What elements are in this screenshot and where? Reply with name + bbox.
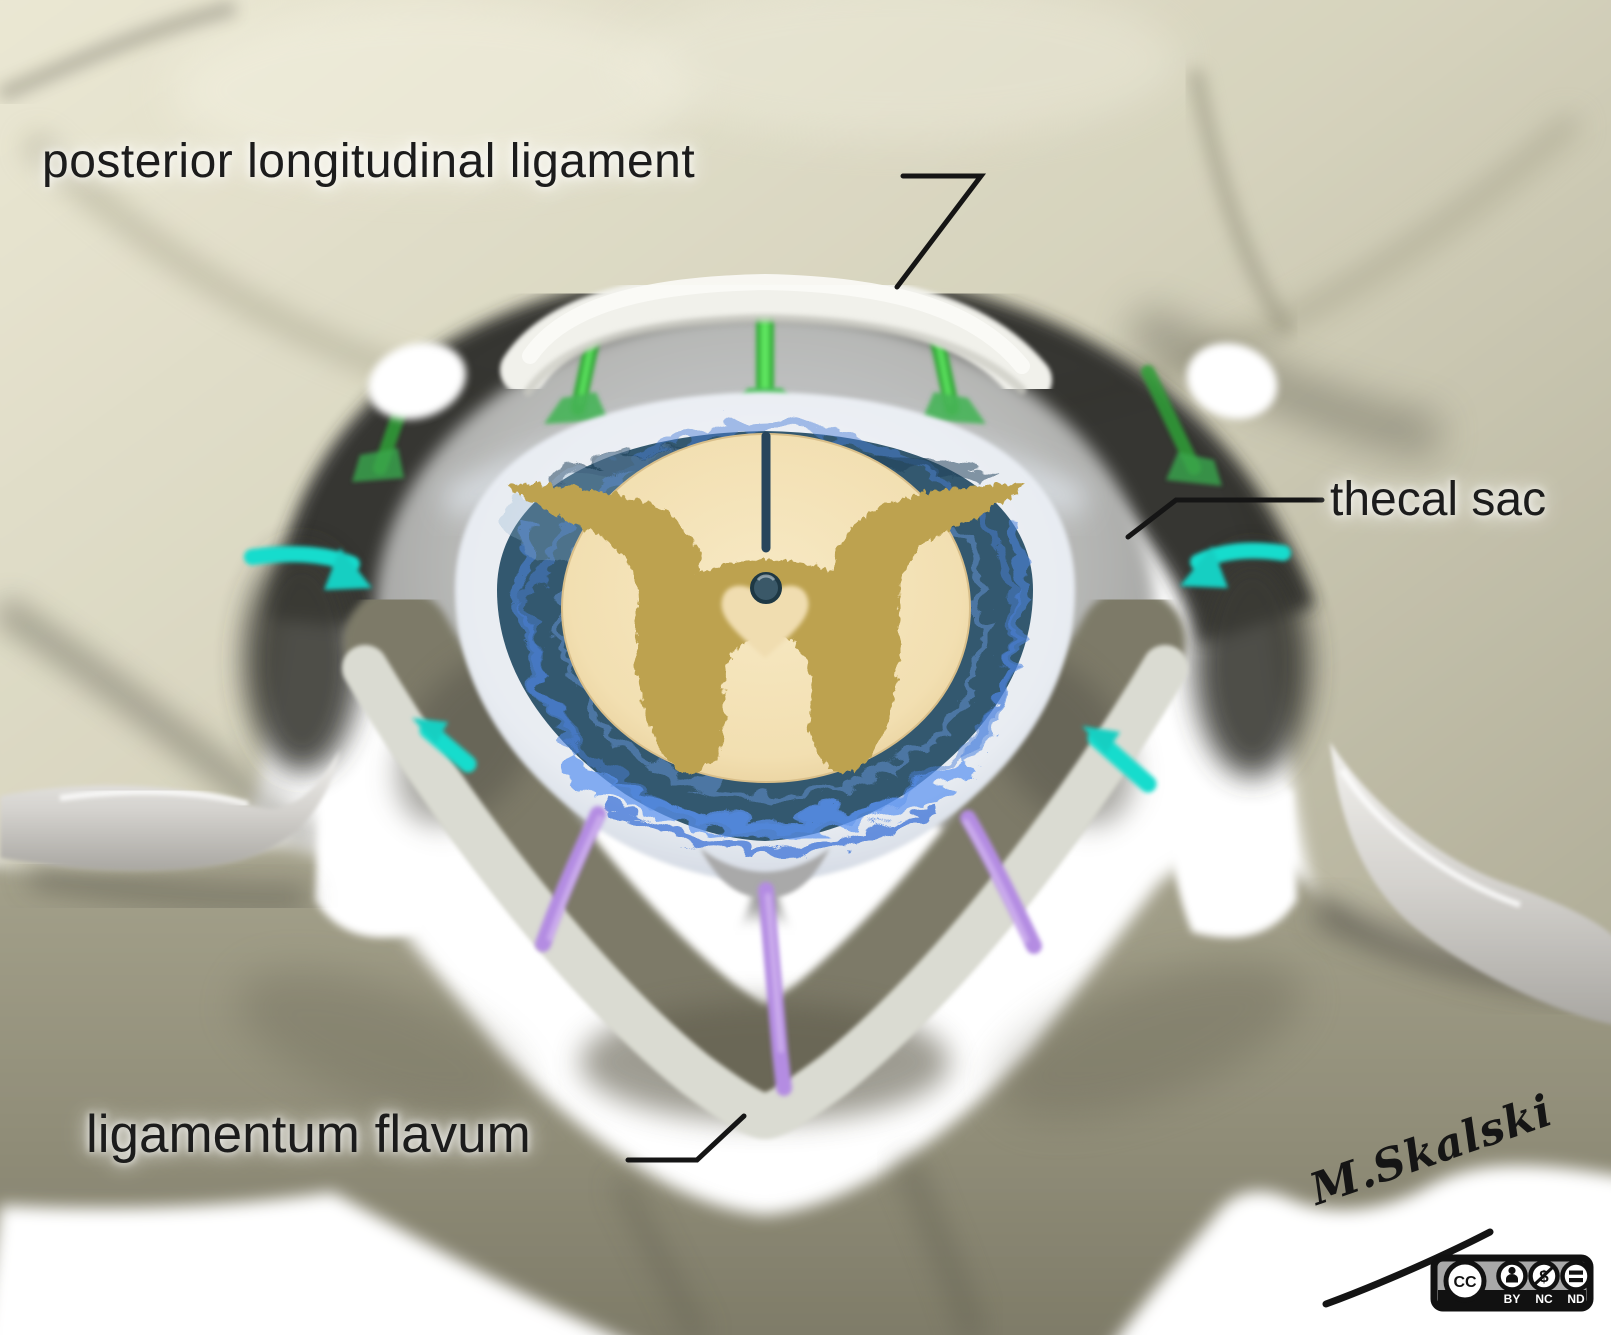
- spinal-cord: [505, 431, 1025, 783]
- cc-term-nd: ND: [1567, 1292, 1585, 1306]
- nerve-roots-purple: [535, 806, 1042, 1096]
- posterior-longitudinal-ligament: [500, 269, 1052, 404]
- leader-ligamentum-flavum: [625, 1113, 747, 1163]
- cc-license-badge: CC $ BY NC ND: [1430, 1254, 1594, 1317]
- dural-tail: [700, 848, 830, 898]
- leader-thecal-sac: [1125, 497, 1325, 540]
- equals-icon: [1560, 1260, 1592, 1292]
- leader-lines: [625, 173, 1325, 1163]
- articular-process-right: [1311, 742, 1611, 1025]
- label-ligamentum-flavum: ligamentum flavum: [86, 1105, 531, 1164]
- articular-process-left: [0, 750, 340, 911]
- signature-underline: [1322, 1228, 1494, 1308]
- posterior-vertebral-elements: [0, 845, 1611, 1335]
- label-thecal-sac: thecal sac: [1330, 473, 1547, 526]
- cc-badge-graphic: CC $ BY NC ND: [1430, 1254, 1594, 1312]
- label-posterior-longitudinal-ligament: posterior longitudinal ligament: [42, 135, 696, 188]
- nerve-roots-cyan: [244, 542, 1291, 793]
- gray-matter-pale-heart: [721, 585, 809, 658]
- white-gaps-upper: [368, 342, 1278, 420]
- right-lobe-crease: [1187, 68, 1295, 337]
- cc-term-nc: NC: [1535, 1292, 1553, 1306]
- dollar-slash-icon: $: [1528, 1260, 1560, 1292]
- person-icon: [1496, 1260, 1528, 1292]
- cc-text: CC: [1453, 1274, 1477, 1291]
- cc-term-by: BY: [1504, 1292, 1521, 1306]
- cc-circle-icon: [1443, 1259, 1487, 1303]
- central-canal: [750, 572, 782, 604]
- ligamentum-flavum: [342, 645, 1188, 1140]
- leader-pll: [894, 173, 987, 290]
